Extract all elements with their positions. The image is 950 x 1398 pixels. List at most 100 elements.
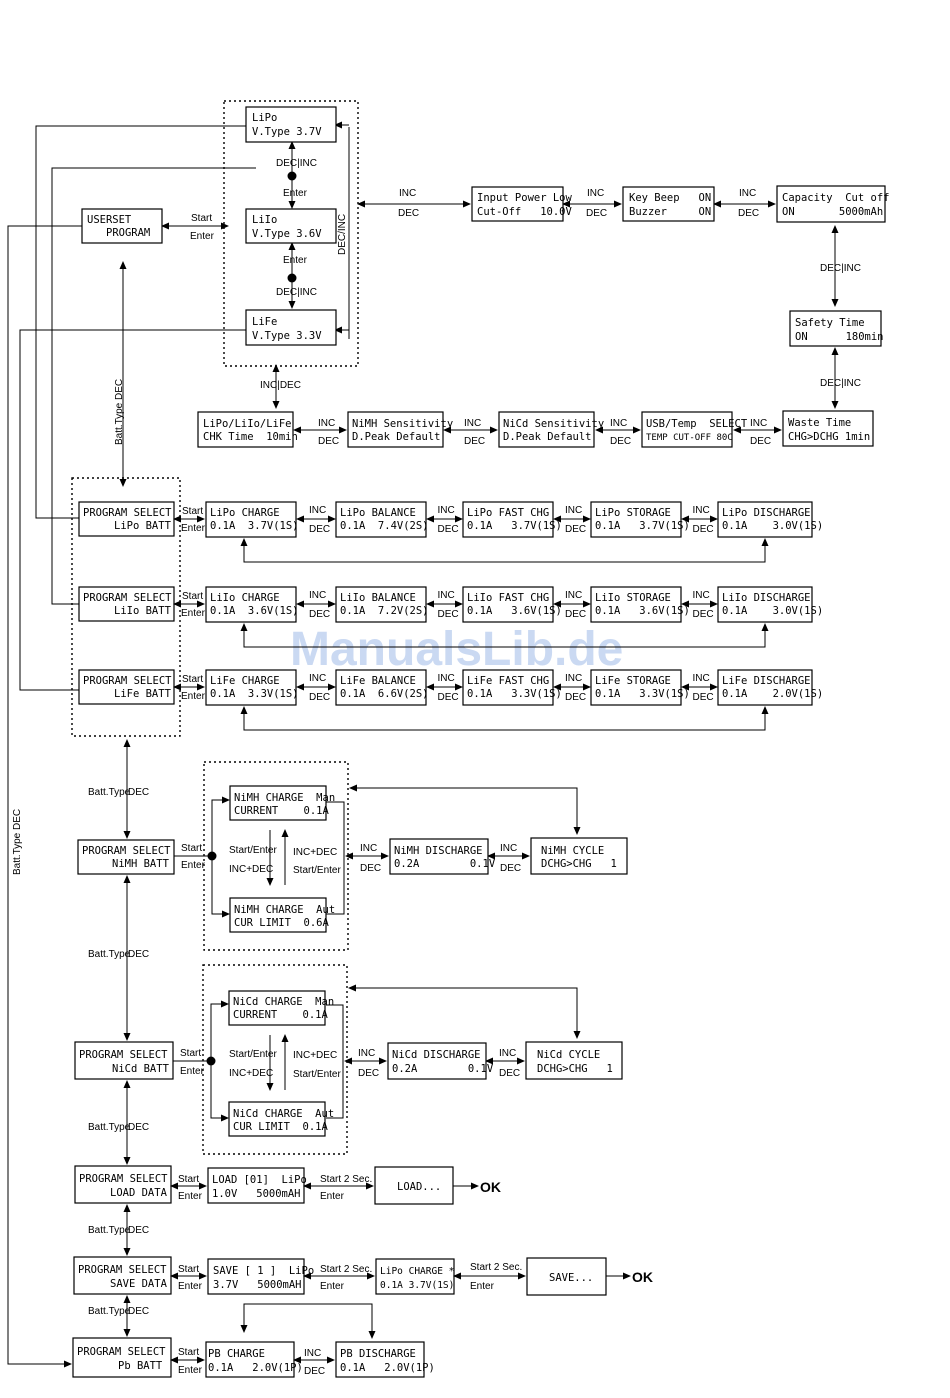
svg-text:LiIo DISCHARGE: LiIo DISCHARGE — [722, 592, 811, 604]
svg-text:Enter: Enter — [283, 188, 308, 199]
svg-text:0.1A 7.4V(2S): 0.1A 7.4V(2S) — [340, 520, 429, 532]
svg-text:LiIo: LiIo — [252, 214, 277, 226]
save-charge-box[interactable]: LiPo CHARGE * 0.1A 3.7V(1S) — [375, 1258, 455, 1295]
svg-text:DEC: DEC — [128, 1306, 149, 1317]
save-ok-label: OK — [632, 1269, 653, 1285]
nicd-charge-aut-box[interactable]: NiCd CHARGE Aut CUR LIMIT 0.1A — [228, 1101, 334, 1137]
svg-text:Start: Start — [191, 213, 212, 224]
pb-discharge-box[interactable]: PB DISCHARGE 0.1A 2.0V(1P) — [335, 1341, 435, 1378]
nimh-charge-aut-box[interactable]: NiMH CHARGE Aut CUR LIMIT 0.6A — [229, 897, 335, 933]
svg-text:LOAD...: LOAD... — [397, 1181, 441, 1193]
svg-text:INC: INC — [739, 188, 756, 199]
svg-text:INC: INC — [358, 1048, 375, 1059]
nicd-sensitivity-box[interactable]: NiCd Sensitivity D.Peak Default — [498, 411, 604, 448]
svg-text:DEC: DEC — [565, 609, 586, 620]
nimh-discharge-box[interactable]: NiMH DISCHARGE 0.2A 0.1V — [389, 838, 496, 875]
nimh-sensitivity-box[interactable]: NiMH Sensitivity D.Peak Default — [347, 411, 453, 448]
svg-text:LiIo FAST CHG: LiIo FAST CHG — [467, 592, 549, 604]
svg-text:DEC|INC: DEC|INC — [276, 158, 317, 169]
vtype-liio-box[interactable]: LiIo V.Type 3.6V — [245, 208, 337, 244]
svg-text:INC+DEC: INC+DEC — [229, 864, 273, 875]
safety-time-box[interactable]: Safety Time ON 180min — [789, 310, 884, 347]
load-select-box[interactable]: PROGRAM SELECT LOAD DATA — [74, 1165, 172, 1204]
capacity-box[interactable]: Capacity Cut off ON 5000mAh — [776, 185, 889, 223]
chk-time-box[interactable]: LiPo/LiIo/LiFe CHK Time 10min — [197, 411, 298, 448]
svg-text:DEC: DEC — [438, 692, 459, 703]
key-beep-box[interactable]: Key Beep ON Buzzer ON — [622, 186, 715, 222]
save-select-box[interactable]: PROGRAM SELECT SAVE DATA — [73, 1256, 172, 1295]
vtype-life-box[interactable]: LiFe V.Type 3.3V — [245, 309, 337, 346]
svg-text:LiPo BALANCE: LiPo BALANCE — [340, 507, 416, 519]
input-power-box[interactable]: Input Power Low Cut-Off 10.0V — [471, 186, 573, 222]
svg-text:LiFe FAST CHG: LiFe FAST CHG — [467, 675, 549, 687]
waste-time-box[interactable]: Waste Time CHG>DCHG 1min — [782, 410, 874, 447]
svg-text:0.1A 3.6V(1S): 0.1A 3.6V(1S) — [467, 605, 562, 617]
svg-text:Start/Enter: Start/Enter — [229, 845, 277, 856]
svg-text:PB CHARGE: PB CHARGE — [208, 1348, 265, 1360]
svg-text:LiFe BALANCE: LiFe BALANCE — [340, 675, 416, 687]
svg-text:Batt.Type: Batt.Type — [88, 787, 131, 798]
svg-text:LiIo STORAGE: LiIo STORAGE — [595, 592, 671, 604]
save-slot-box[interactable]: SAVE [ 1 ] LiPo 3.7V 5000mAH — [207, 1258, 314, 1295]
pb-charge-box[interactable]: PB CHARGE 0.1A 2.0V(1P) — [205, 1341, 303, 1378]
svg-text:0.1A 3.0V(1S): 0.1A 3.0V(1S) — [722, 605, 823, 617]
svg-text:NiCd CYCLE: NiCd CYCLE — [537, 1049, 600, 1061]
nicd-discharge-box[interactable]: NiCd DISCHARGE 0.2A 0.1V — [387, 1042, 494, 1080]
svg-text:V.Type 3.6V: V.Type 3.6V — [252, 228, 322, 240]
vtype-lipo-box[interactable]: LiPo V.Type 3.7V — [245, 106, 337, 143]
svg-text:3.7V 5000mAH: 3.7V 5000mAH — [213, 1279, 302, 1291]
nicd-cycle-box[interactable]: NiCd CYCLE DCHG>CHG 1 — [525, 1041, 623, 1080]
svg-text:DEC: DEC — [128, 1122, 149, 1133]
nicd-select-box[interactable]: PROGRAM SELECT NiCd BATT — [74, 1041, 174, 1080]
svg-text:PROGRAM: PROGRAM — [106, 227, 150, 239]
svg-text:CURRENT 0.1A: CURRENT 0.1A — [234, 805, 330, 817]
usb-temp-box[interactable]: USB/Temp SELECT TEMP CUT-OFF 80C — [641, 411, 748, 448]
svg-text:Enter: Enter — [178, 1191, 203, 1202]
svg-text:Enter: Enter — [178, 1365, 203, 1376]
svg-text:1.0V 5000mAH: 1.0V 5000mAH — [212, 1188, 301, 1200]
svg-text:Capacity Cut off: Capacity Cut off — [782, 192, 889, 204]
svg-text:USERSET: USERSET — [87, 214, 132, 226]
pb-select-box[interactable]: PROGRAM SELECT Pb BATT — [72, 1337, 172, 1378]
nimh-charge-man-box[interactable]: NiMH CHARGE Man CURRENT 0.1A — [229, 785, 335, 821]
nimh-cycle-box[interactable]: NiMH CYCLE DCHG>CHG 1 — [530, 837, 628, 875]
svg-text:0.1A 3.7V(1S): 0.1A 3.7V(1S) — [467, 520, 562, 532]
svg-text:0.1A 3.6V(1S): 0.1A 3.6V(1S) — [210, 605, 299, 617]
svg-text:DEC|INC: DEC|INC — [820, 378, 861, 389]
svg-text:DEC: DEC — [500, 863, 521, 874]
svg-text:0.1A 3.3V(1S): 0.1A 3.3V(1S) — [467, 688, 562, 700]
svg-text:SAVE [ 1 ] LiPo: SAVE [ 1 ] LiPo — [213, 1265, 314, 1277]
nimh-select-box[interactable]: PROGRAM SELECT NiMH BATT — [77, 839, 175, 875]
svg-text:Cut-Off 10.0V: Cut-Off 10.0V — [477, 206, 573, 218]
svg-text:Enter: Enter — [181, 691, 206, 702]
load-slot-box[interactable]: LOAD [01] LiPo 1.0V 5000mAH — [207, 1167, 307, 1204]
svg-text:Enter: Enter — [181, 523, 206, 534]
svg-text:LiIo BALANCE: LiIo BALANCE — [340, 592, 416, 604]
userset-program-box[interactable]: USERSET PROGRAM — [81, 208, 163, 244]
svg-text:0.2A 0.1V: 0.2A 0.1V — [394, 858, 496, 870]
svg-text:0.2A 0.1V: 0.2A 0.1V — [392, 1063, 494, 1075]
nicd-charge-man-box[interactable]: NiCd CHARGE Man CURRENT 0.1A — [228, 990, 334, 1026]
svg-text:LiPo BATT: LiPo BATT — [114, 520, 172, 532]
svg-text:INC: INC — [693, 673, 710, 684]
svg-text:DEC: DEC — [438, 524, 459, 535]
svg-text:DEC: DEC — [309, 692, 330, 703]
